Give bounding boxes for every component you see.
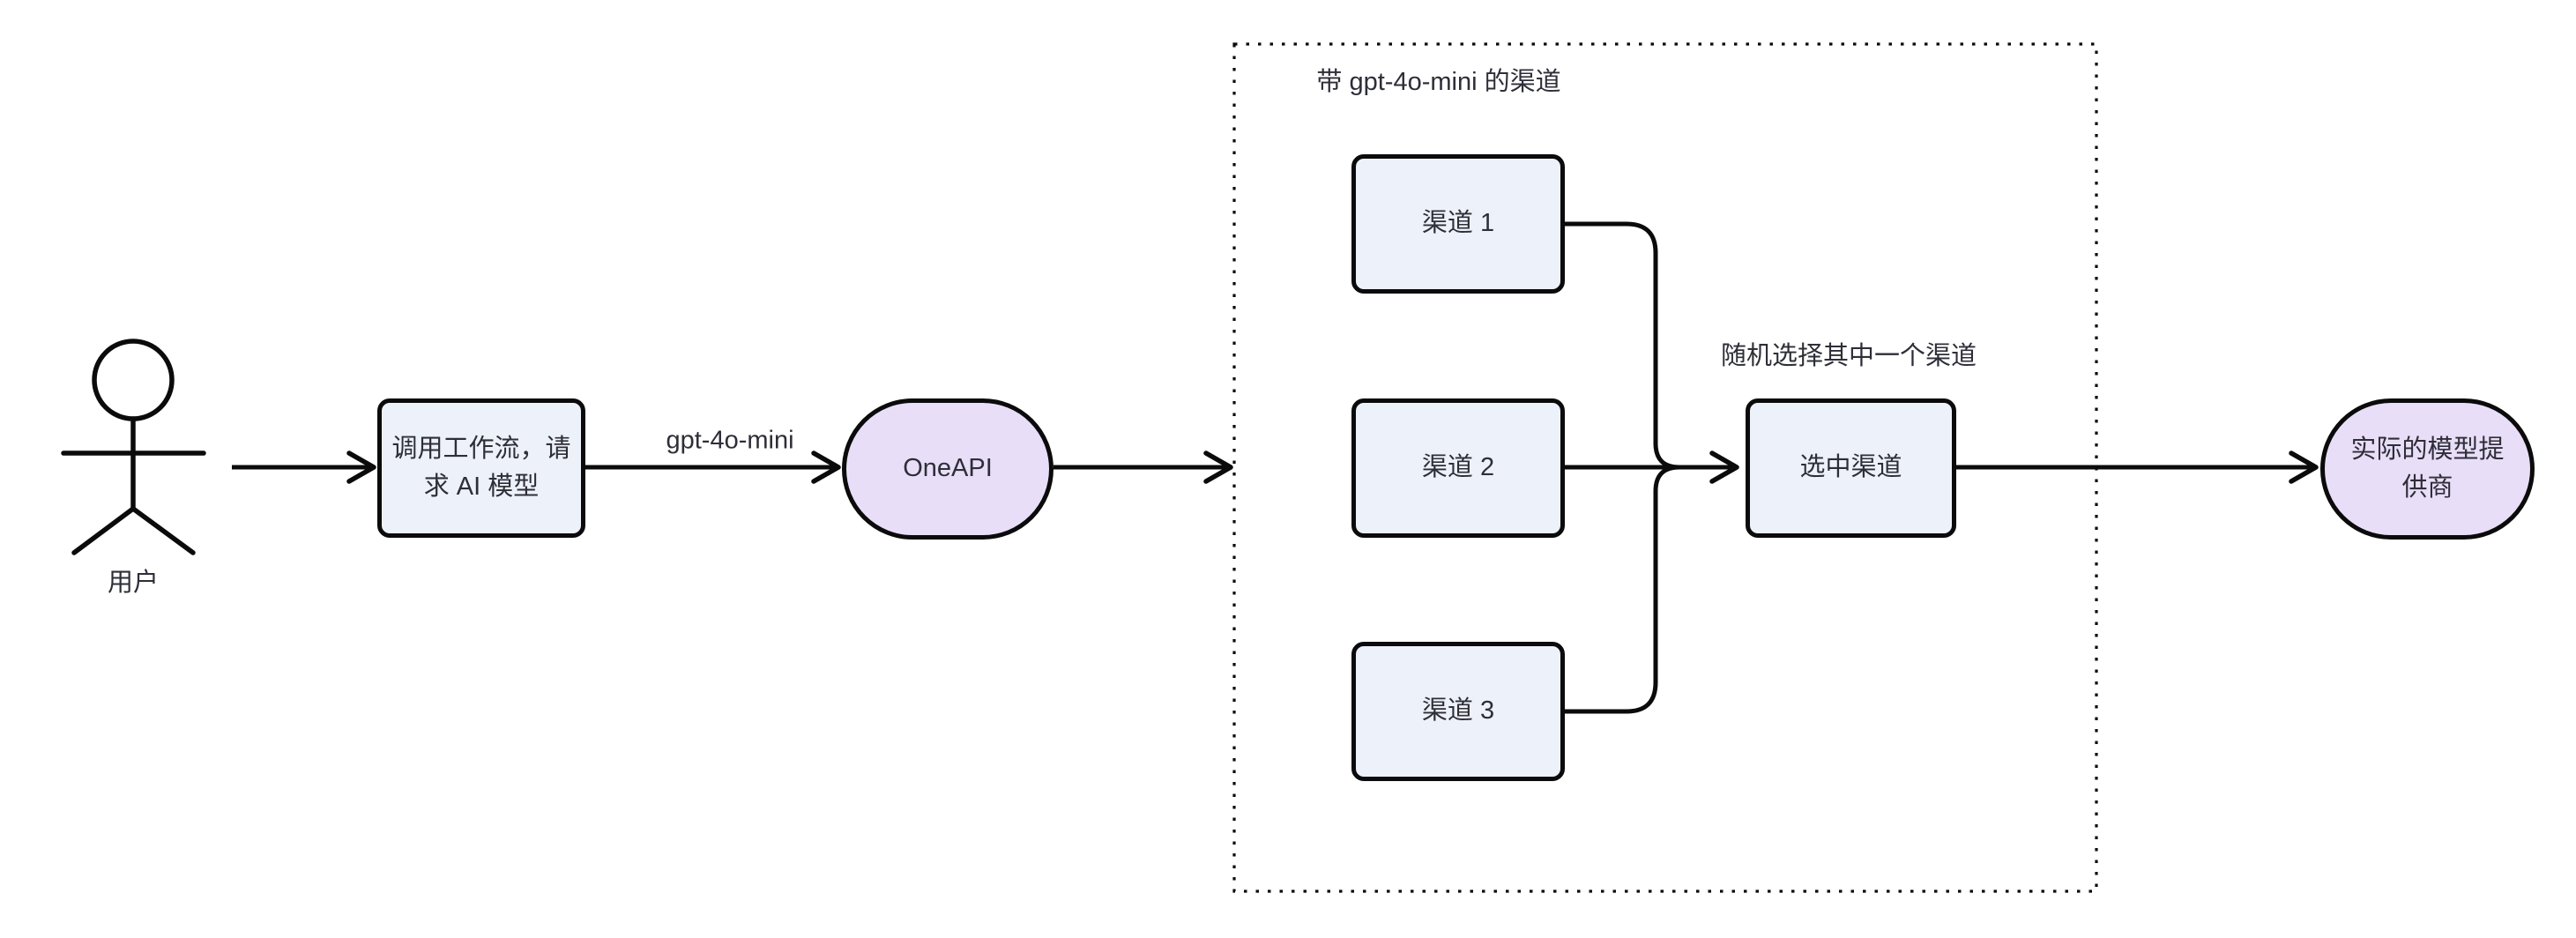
node-oneapi: OneAPI xyxy=(842,398,1053,540)
actor-leg-left xyxy=(71,506,136,555)
node-channel-1: 渠道 1 xyxy=(1351,154,1565,294)
edge-channel1-merge xyxy=(1565,221,1680,470)
node-workflow-label: 调用工作流，请求 AI 模型 xyxy=(391,434,571,502)
edge-label-model: gpt-4o-mini xyxy=(666,426,794,455)
node-provider: 实际的模型提供商 xyxy=(2320,398,2535,540)
edge-label-random-pick: 随机选择其中一个渠道 xyxy=(1720,342,1977,370)
actor-label: 用户 xyxy=(107,569,160,597)
actor-figure xyxy=(61,339,206,555)
node-channel-2: 渠道 2 xyxy=(1351,398,1565,538)
node-channel-1-label: 渠道 1 xyxy=(1421,209,1495,238)
node-provider-label: 实际的模型提供商 xyxy=(2350,435,2505,502)
node-channel-3-label: 渠道 3 xyxy=(1421,696,1495,726)
node-channel-3: 渠道 3 xyxy=(1351,642,1565,781)
node-channel-2-label: 渠道 2 xyxy=(1421,453,1495,482)
node-selected-channel: 选中渠道 xyxy=(1746,398,1956,538)
node-selected-channel-label: 选中渠道 xyxy=(1799,453,1902,482)
subgraph-label: 带 gpt-4o-mini 的渠道 xyxy=(1316,68,1561,96)
actor-head xyxy=(92,339,175,421)
actor-leg-right xyxy=(130,506,196,555)
node-oneapi-label: OneAPI xyxy=(903,454,993,483)
node-workflow: 调用工作流，请求 AI 模型 xyxy=(377,398,585,538)
edge-channel3-merge xyxy=(1565,465,1680,714)
